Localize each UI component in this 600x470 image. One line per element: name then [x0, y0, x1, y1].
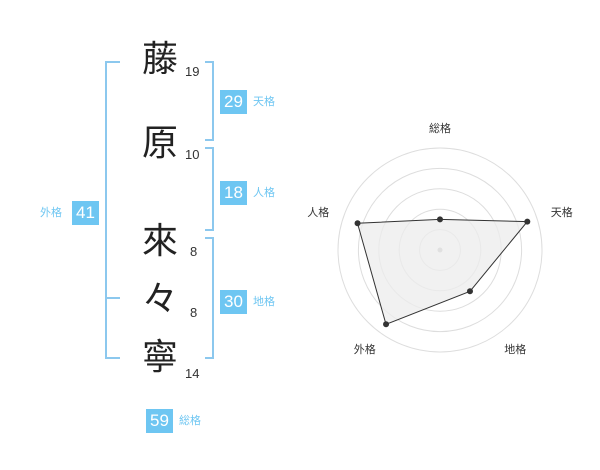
name-char-2: 原 [141, 123, 178, 164]
tenkaku-bracket [205, 61, 214, 141]
name-char-1: 藤 [141, 39, 178, 80]
jinkaku-badge: 18 [220, 181, 247, 205]
radar-point-0 [437, 216, 443, 223]
stroke-count-3: 8 [190, 244, 198, 259]
jinkaku-bracket [205, 147, 214, 231]
radar-point-2 [466, 288, 473, 295]
radar-point-1 [524, 218, 531, 225]
chikaku-badge: 30 [220, 290, 247, 314]
radar-point-3 [383, 321, 390, 328]
tenkaku-label: 天格 [253, 95, 275, 108]
radar-point-4 [354, 220, 361, 227]
chikaku-bracket [205, 237, 214, 359]
radar-ring-5 [337, 147, 543, 353]
gaikaku-badge: 41 [72, 201, 99, 225]
chikaku-label: 地格 [253, 295, 275, 308]
radar-label-1: 天格 [550, 206, 573, 220]
name-char-4: 々 [141, 279, 178, 320]
soukaku-label: 総格 [179, 414, 201, 427]
radar-label-0: 総格 [429, 122, 451, 135]
stroke-count-4: 8 [190, 305, 198, 320]
name-char-5: 寧 [141, 337, 178, 378]
gaikaku-label: 外格 [40, 206, 62, 219]
radar-ring-4 [357, 167, 523, 333]
stroke-count-1: 19 [185, 64, 200, 79]
tenkaku-badge: 29 [220, 90, 247, 114]
radar-label-2: 地格 [504, 342, 527, 356]
radar-label-3: 外格 [353, 342, 376, 356]
radar-label-4: 人格 [307, 206, 330, 220]
stroke-count-5: 14 [185, 366, 200, 381]
stroke-count-2: 10 [185, 147, 200, 162]
soukaku-badge: 59 [146, 409, 173, 433]
jinkaku-label: 人格 [253, 186, 275, 199]
radar-polygon [356, 218, 529, 325]
name-char-3: 來 [141, 221, 178, 262]
gaikaku-bracket [105, 61, 120, 359]
